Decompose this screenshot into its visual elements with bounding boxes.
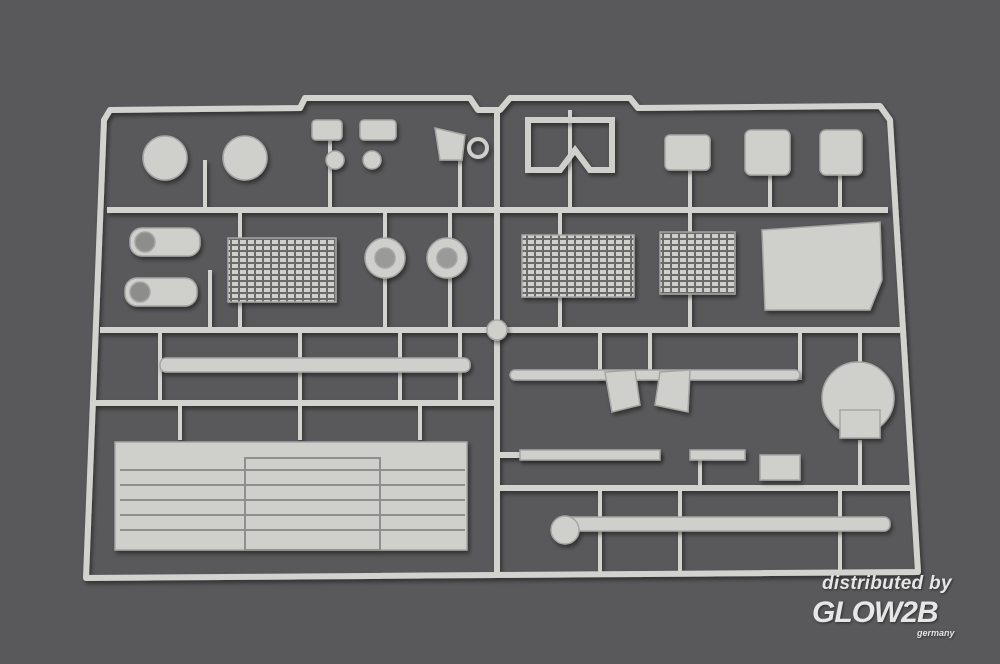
watermark-distributed-by: distributed by (822, 573, 952, 594)
sprue-parts (114, 117, 895, 551)
watermark-logo: GLOW2B (812, 596, 939, 629)
sprue-frame (83, 95, 921, 581)
watermark-subtitle: germany (917, 628, 955, 638)
